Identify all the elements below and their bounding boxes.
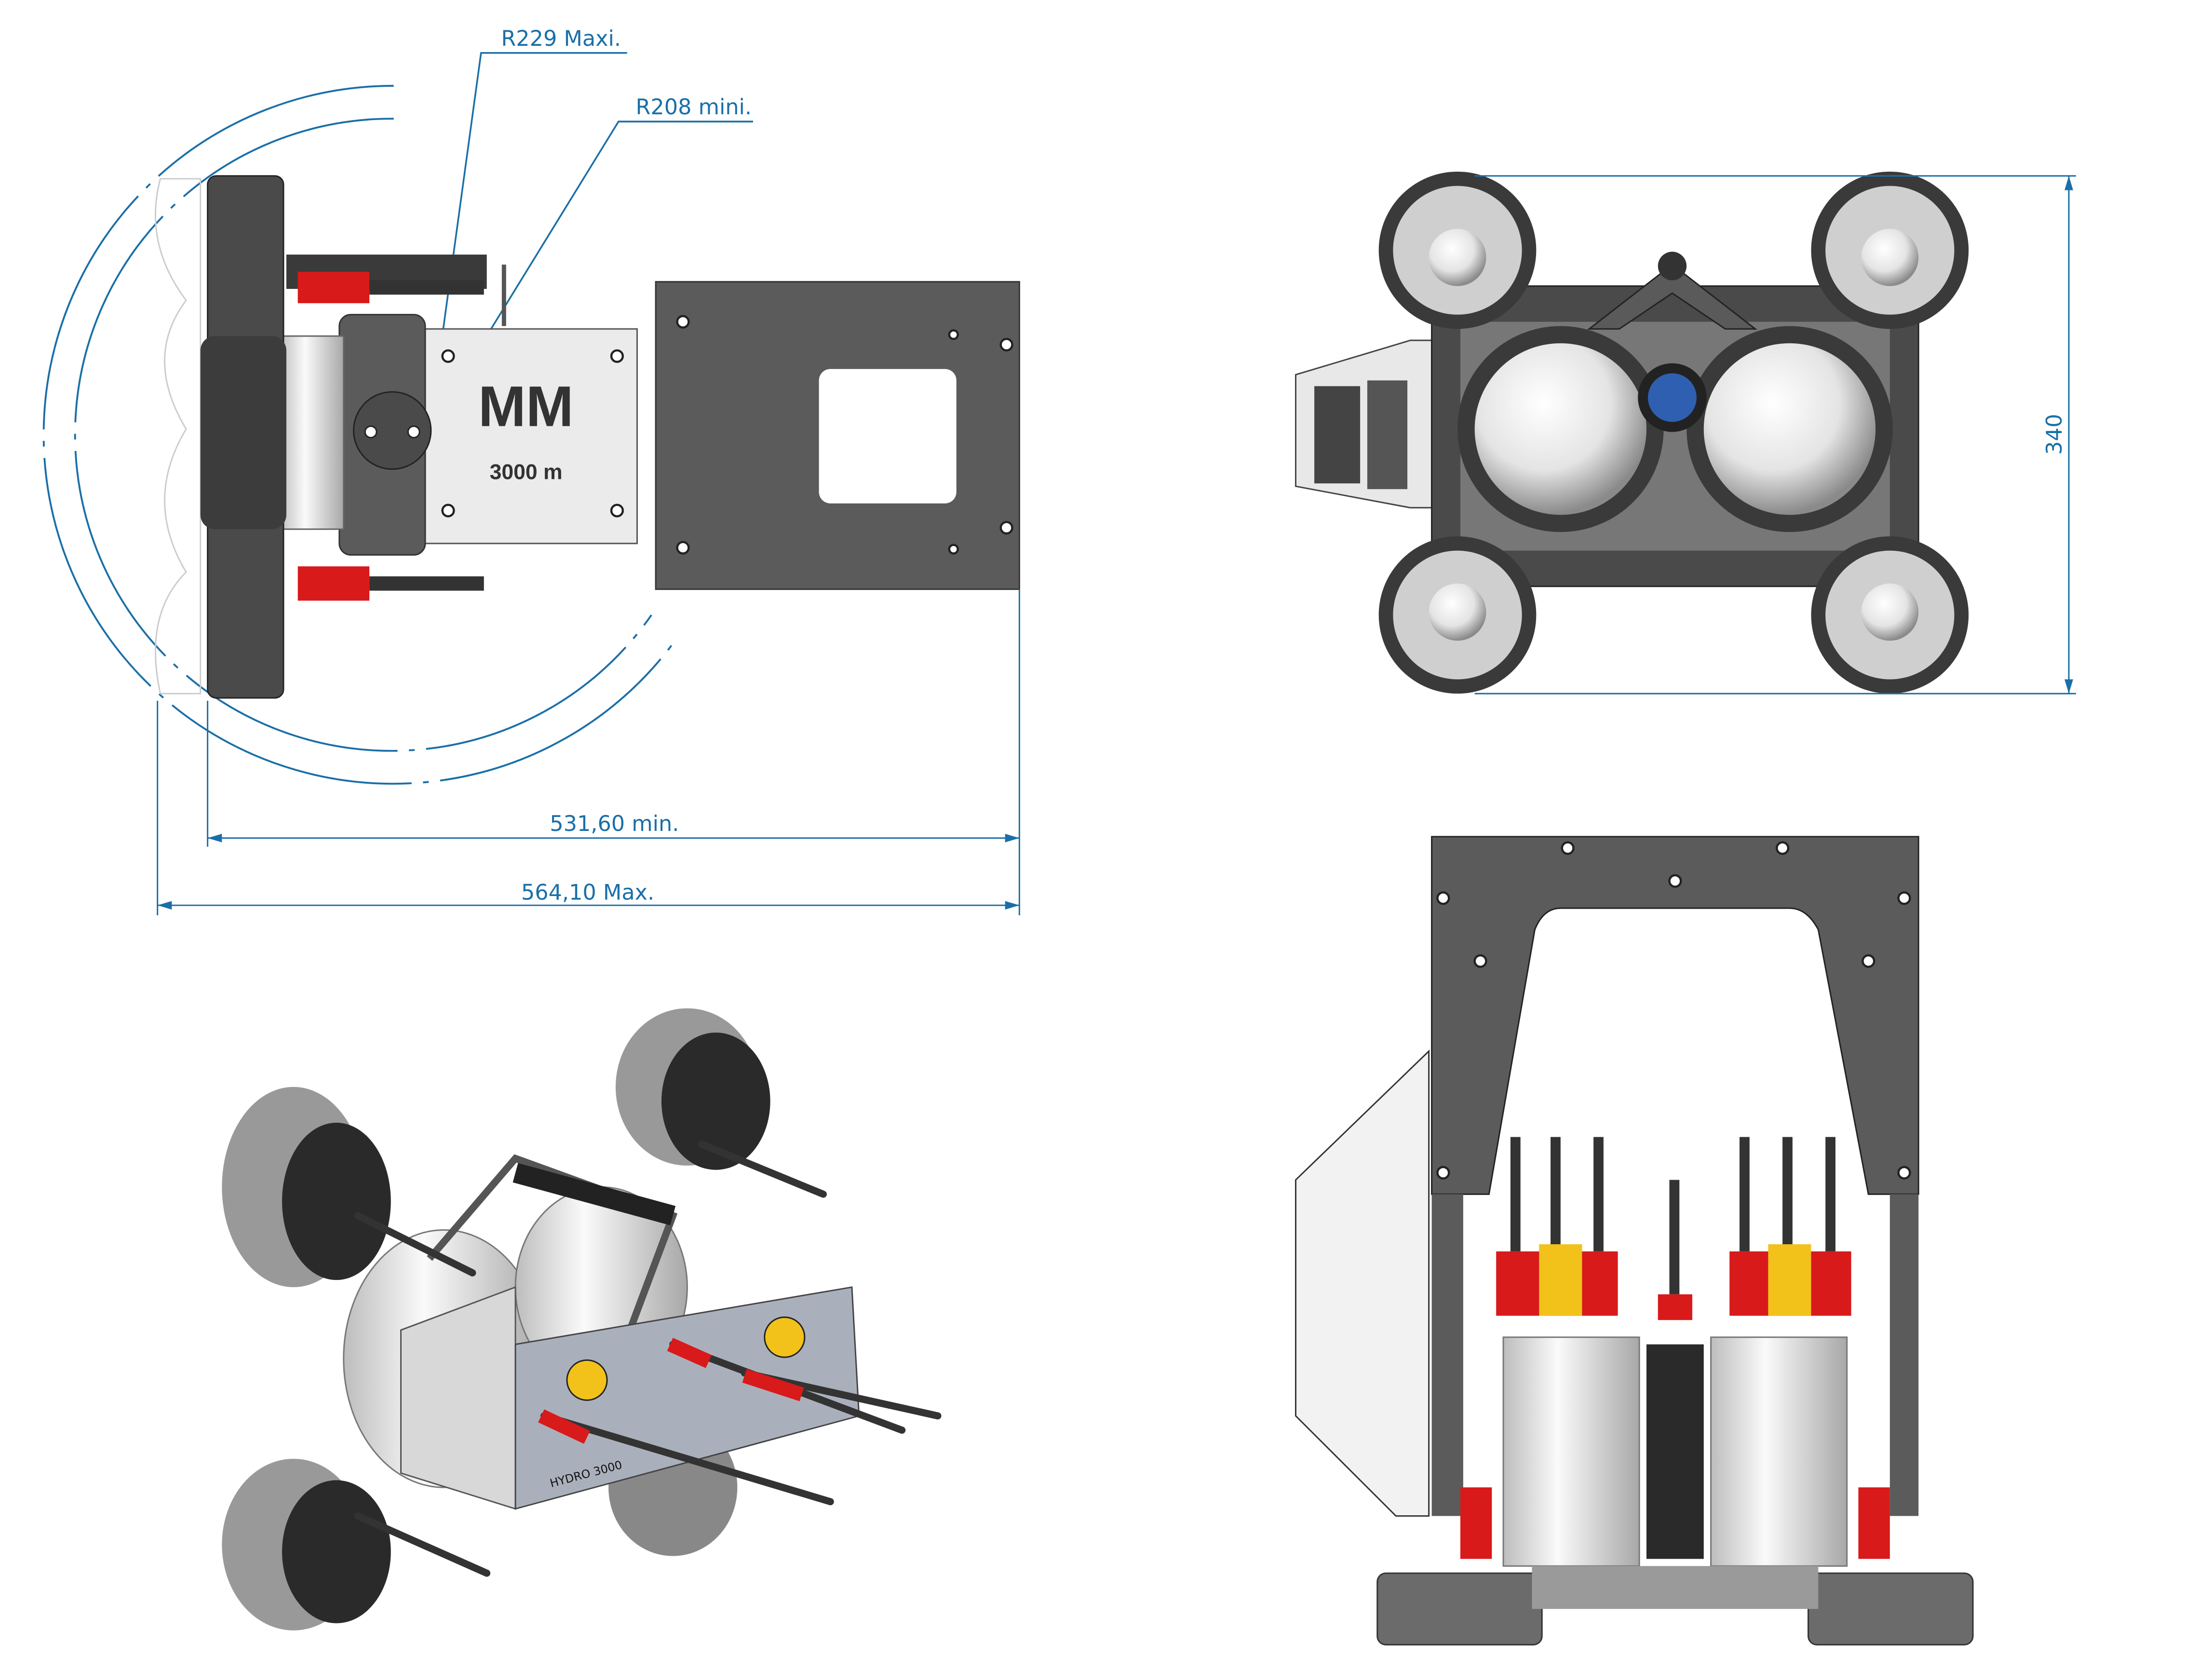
rear-thruster-left <box>1376 1572 1543 1645</box>
rear-connectors <box>1460 1244 1890 1559</box>
radius-max-leader <box>429 52 627 429</box>
rear-side-box <box>1295 1049 1430 1517</box>
length-min-label: 531,60 min. <box>550 812 679 836</box>
right-dome <box>1703 343 1876 515</box>
depth-label: 3000 m <box>490 460 563 484</box>
radius-max-label: R229 Maxi. <box>501 27 621 51</box>
radius-min-label: R208 mini. <box>635 95 752 120</box>
rear-left-housing <box>1502 1336 1640 1567</box>
left-dome <box>1474 343 1647 515</box>
rear-right-housing <box>1710 1336 1848 1567</box>
rear-gear <box>1646 1344 1704 1559</box>
upper-connector <box>286 254 506 326</box>
rear-thruster-right <box>1807 1572 1974 1645</box>
brand-logo: MM <box>478 375 574 439</box>
height-label: 340 <box>2042 414 2067 455</box>
plate-window <box>819 369 957 503</box>
housing <box>278 335 345 530</box>
iso-thrusters <box>222 1008 770 1631</box>
thrusters <box>1378 171 1969 694</box>
iso-connectors <box>354 1141 942 1577</box>
rear-view <box>1295 836 1974 1645</box>
front-view: 340 <box>1295 171 2076 694</box>
ghost-outline <box>154 178 202 694</box>
bracket-plate <box>421 328 638 544</box>
camera-lens <box>1647 373 1697 422</box>
side-view: R229 Maxi. R208 mini. MM 3000 m <box>42 27 1020 915</box>
lower-connector <box>297 566 484 601</box>
length-max-label: 564,10 Max. <box>521 880 654 905</box>
pivot-disc <box>353 391 432 470</box>
radius-max-arc <box>42 85 674 785</box>
isometric-view: HYDRO 3000 <box>222 1008 942 1631</box>
rear-frame <box>1431 836 1919 1195</box>
radius-min-arc <box>74 118 652 752</box>
radius-min-leader <box>429 121 753 430</box>
